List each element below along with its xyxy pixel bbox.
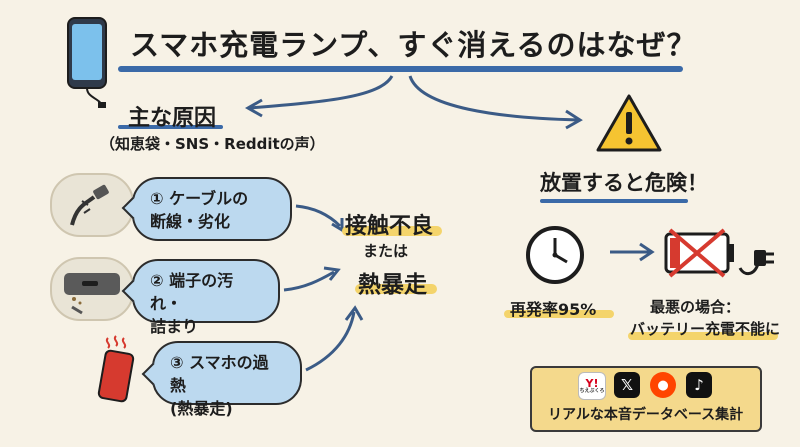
- cause-3-line2: (熱暴走): [170, 399, 233, 419]
- result-thermal-runaway: 熱暴走: [358, 272, 427, 298]
- worst-case-label: 最悪の場合：: [650, 298, 741, 316]
- cause-bubble-cable: ① ケーブルの 断線・劣化: [132, 177, 292, 241]
- yahoo-chiebukuro-icon: Y! ちえぶくろ: [578, 372, 606, 400]
- page-title: スマホ充電ランプ、すぐ消えるのはなぜ？: [130, 28, 697, 62]
- x-icon: 𝕏: [614, 372, 640, 398]
- cause-1-line1: ① ケーブルの: [150, 189, 249, 208]
- result-contact-failure: 接触不良: [345, 214, 434, 239]
- causes-heading: 主な原因: [128, 106, 217, 131]
- cause-2-line2: 詰まり: [150, 317, 199, 337]
- cause-1-line2: 断線・劣化: [150, 212, 231, 232]
- result-connector: または: [363, 242, 409, 260]
- highlight-mark: [628, 332, 778, 340]
- causes-subheading: （知恵袋・SNS・Redditの声）: [100, 135, 325, 153]
- warning-icon: [596, 94, 662, 152]
- heading-underline: [118, 125, 223, 129]
- charging-port-icon: [64, 273, 120, 315]
- cable-icon: [70, 184, 109, 226]
- danger-heading: 放置すると危険！: [540, 171, 708, 195]
- worst-case-detail: バッテリー充電不能に: [630, 320, 781, 338]
- smartphone-icon: [67, 17, 107, 108]
- highlight-mark: [504, 310, 614, 318]
- yahoo-subtitle: ちえぶくろ: [579, 388, 605, 394]
- hot-phone-icon: [97, 335, 135, 403]
- cause-2-line1: ② 端子の汚れ・: [150, 271, 234, 314]
- dead-battery-icon: [664, 228, 774, 278]
- highlight-mark: [355, 284, 437, 294]
- heading-underline: [540, 199, 688, 203]
- highlight-mark: [342, 226, 442, 236]
- clock-icon: [526, 226, 584, 284]
- source-banner: [530, 366, 762, 432]
- cause-bubble-port: ② 端子の汚れ・ 詰まり: [132, 259, 280, 336]
- cause-3-line1: ③ スマホの過熱: [170, 353, 269, 396]
- cause-bubble-overheat: ③ スマホの過熱 (熱暴走): [152, 341, 302, 418]
- yahoo-glyph: Y!: [585, 377, 599, 390]
- port-thumbnail: [50, 257, 134, 321]
- cable-thumbnail: [50, 173, 134, 237]
- title-underline: [118, 66, 683, 72]
- reddit-icon: ●: [650, 372, 676, 398]
- recurrence-rate: 再発率95%: [510, 300, 597, 319]
- source-label: リアルな本音データベース集計: [548, 407, 744, 423]
- tiktok-icon: ♪: [686, 372, 712, 398]
